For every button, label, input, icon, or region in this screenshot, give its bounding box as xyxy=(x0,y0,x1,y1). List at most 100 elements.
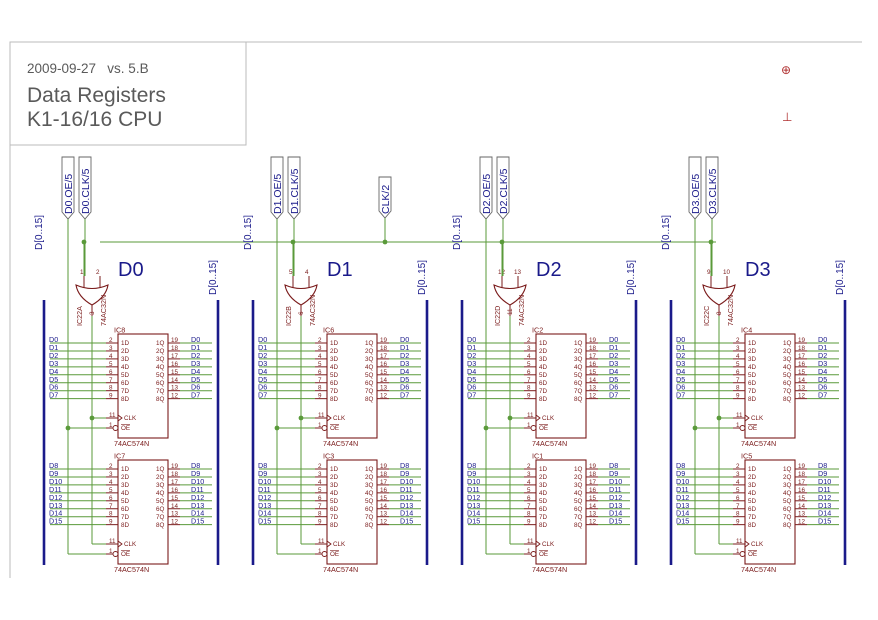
chip-upper-out-pin-num: 13 xyxy=(589,385,597,392)
chip-lower-clk-name: CLK xyxy=(124,541,137,548)
chip-upper-out-pin-num: 19 xyxy=(589,337,597,344)
chip-upper-clk-num: 11 xyxy=(109,412,116,419)
chip-lower-out-pin-name: 7Q xyxy=(365,514,374,521)
chip-lower-out-pin-num: 15 xyxy=(171,495,179,502)
chip-lower-out-pin-name: 2Q xyxy=(783,474,792,481)
chip-lower-ref: IC7 xyxy=(114,452,125,461)
chip-upper-out-signal: D1 xyxy=(818,343,827,352)
chip-lower-in-pin-num: 6 xyxy=(736,495,740,502)
chip-lower-out-pin-num: 16 xyxy=(798,487,806,494)
chip-lower-in-signal: D13 xyxy=(49,501,62,510)
chip-lower-in-signal: D11 xyxy=(258,485,271,494)
chip-lower-oe-bubble xyxy=(739,551,746,557)
chip-lower-oe-name: OE xyxy=(330,551,339,558)
junction-dot xyxy=(89,415,95,421)
chip-upper-in-pin-num: 2 xyxy=(318,337,322,344)
chip-lower-out-signal: D12 xyxy=(609,493,622,502)
chip-upper-out-pin-name: 4Q xyxy=(574,364,583,371)
oe-tag-text: D0.OE/5 xyxy=(63,174,75,214)
chip-lower-in-pin-name: 4D xyxy=(121,490,130,497)
chip-upper-out-signal: D5 xyxy=(818,375,827,384)
chip-lower-out-pin-name: 6Q xyxy=(365,506,374,513)
chip-lower-in-pin-name: 6D xyxy=(748,506,757,513)
or-gate-type: 74AC32N xyxy=(308,295,317,326)
chip-upper-ref: IC4 xyxy=(741,326,752,335)
chip-lower-oe-bubble xyxy=(321,551,328,557)
chip-upper-type: 74AC574N xyxy=(741,439,776,448)
chip-lower-in-signal: D13 xyxy=(676,501,689,510)
bus-label-right: D[0..15] xyxy=(626,260,637,295)
chip-upper-out-signal: D6 xyxy=(191,383,200,392)
chip-lower-in-pin-name: 3D xyxy=(748,482,757,489)
register-name: D0 xyxy=(118,259,144,281)
title-line-1: Data Registers xyxy=(27,84,166,107)
chip-lower-in-pin-name: 4D xyxy=(539,490,548,497)
clk-tag-text: D2.CLK/5 xyxy=(498,168,510,214)
clk2-tag-shape xyxy=(378,176,392,219)
or-gate-body xyxy=(284,284,318,306)
chip-upper-out-pin-num: 15 xyxy=(171,369,179,376)
chip-upper-in-pin-num: 3 xyxy=(527,345,531,352)
chip-lower-out-pin-num: 19 xyxy=(589,463,597,470)
chip-lower-oe-num: 1 xyxy=(736,548,740,555)
chip-upper-out-pin-name: 1Q xyxy=(365,340,374,347)
chip-lower-out-pin-num: 12 xyxy=(171,519,179,526)
clk-tag-text: D0.CLK/5 xyxy=(80,168,92,214)
chip-upper-out-pin-name: 2Q xyxy=(365,348,374,355)
chip-lower-in-pin-name: 6D xyxy=(330,506,339,513)
chip-lower-ref: IC5 xyxy=(741,452,752,461)
chip-lower-type: 74AC574N xyxy=(532,565,567,574)
chip-upper-oe-num: 1 xyxy=(109,422,113,429)
chip-lower-out-signal: D14 xyxy=(818,509,831,518)
chip-upper-ref: IC8 xyxy=(114,326,125,335)
chip-lower-in-pin-name: 5D xyxy=(539,498,548,505)
chip-upper-in-signal: D6 xyxy=(258,383,267,392)
chip-lower-in-signal: D14 xyxy=(49,509,62,518)
chip-lower-ref: IC1 xyxy=(532,452,543,461)
chip-lower-in-pin-name: 8D xyxy=(330,522,339,529)
chip-upper-in-pin-num: 6 xyxy=(527,369,531,376)
chip-upper-in-pin-name: 4D xyxy=(330,364,339,371)
chip-upper-in-pin-num: 3 xyxy=(109,345,113,352)
clk-tag-shape xyxy=(78,156,92,220)
chip-upper-out-pin-num: 14 xyxy=(380,377,388,384)
chip-lower-out-pin-name: 2Q xyxy=(574,474,583,481)
chip-upper-out-pin-num: 16 xyxy=(380,361,388,368)
chip-lower-in-signal: D10 xyxy=(258,477,271,486)
chip-upper-out-signal: D0 xyxy=(400,335,409,344)
chip-upper-in-signal: D0 xyxy=(676,335,685,344)
chip-lower-in-pin-name: 3D xyxy=(539,482,548,489)
chip-lower-oe-name: OE xyxy=(748,551,757,558)
chip-upper-out-signal: D3 xyxy=(191,359,200,368)
date-version-text: 2009-09-27 vs. 5.B xyxy=(27,61,149,76)
chip-upper-in-pin-name: 3D xyxy=(748,356,757,363)
chip-lower-out-signal: D10 xyxy=(818,477,831,486)
chip-lower-out-signal: D11 xyxy=(818,485,831,494)
chip-upper-in-pin-name: 6D xyxy=(539,380,548,387)
chip-upper-out-pin-num: 12 xyxy=(380,393,388,400)
chip-lower-out-signal: D8 xyxy=(609,461,618,470)
chip-upper-oe-name: OE xyxy=(121,425,130,432)
chip-upper-in-pin-name: 2D xyxy=(330,348,339,355)
chip-upper-in-signal: D4 xyxy=(467,367,476,376)
oe-tag-text: D2.OE/5 xyxy=(481,174,493,214)
chip-upper-out-pin-name: 1Q xyxy=(156,340,165,347)
bus-label-right: D[0..15] xyxy=(417,260,428,295)
chip-upper-out-pin-name: 5Q xyxy=(574,372,583,379)
chip-lower-in-pin-num: 6 xyxy=(527,495,531,502)
chip-lower-in-signal: D8 xyxy=(49,461,58,470)
bus-label-left: D[0..15] xyxy=(243,215,254,250)
chip-upper-out-pin-name: 6Q xyxy=(156,380,165,387)
chip-lower-out-signal: D12 xyxy=(400,493,413,502)
chip-lower-in-signal: D11 xyxy=(49,485,62,494)
chip-upper-type: 74AC574N xyxy=(532,439,567,448)
chip-upper-in-signal: D1 xyxy=(258,343,267,352)
chip-lower-in-pin-num: 7 xyxy=(527,503,531,510)
chip-upper-clk-num: 11 xyxy=(318,412,325,419)
chip-lower-out-signal: D10 xyxy=(400,477,413,486)
chip-upper-in-pin-name: 1D xyxy=(121,340,130,347)
chip-upper-in-pin-num: 6 xyxy=(318,369,322,376)
chip-lower-out-pin-num: 16 xyxy=(589,487,597,494)
chip-lower-out-pin-name: 5Q xyxy=(156,498,165,505)
